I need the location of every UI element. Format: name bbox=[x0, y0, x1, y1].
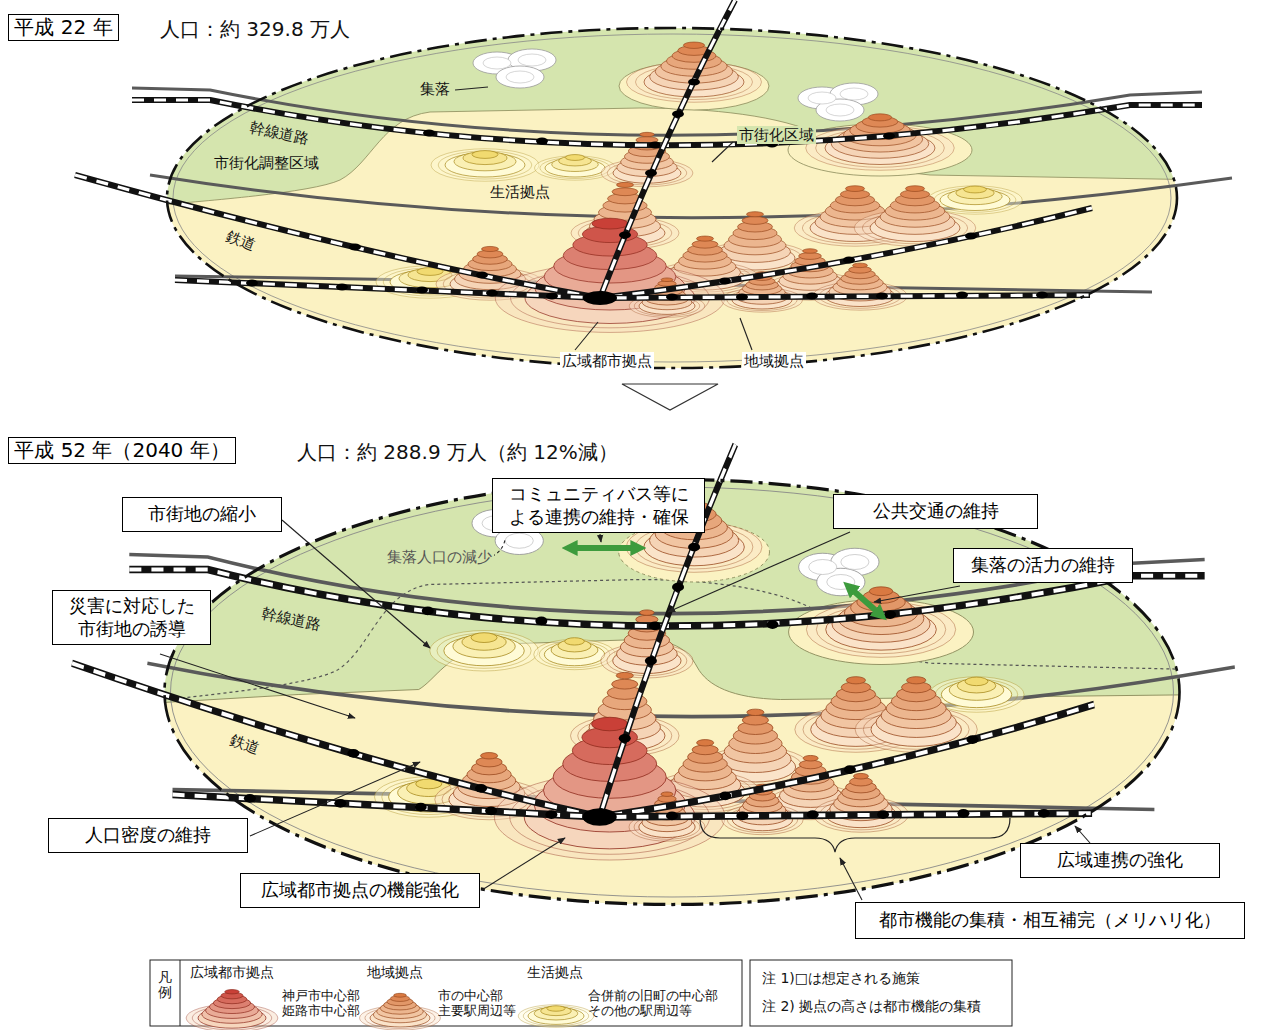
map-label: 地域拠点 bbox=[742, 352, 806, 370]
city-core-cone bbox=[360, 993, 441, 1030]
measure-callout-box: 広域連携の強化 bbox=[1020, 843, 1220, 878]
station bbox=[246, 79, 1048, 306]
city-core-cone bbox=[186, 990, 278, 1030]
legend-swatch bbox=[186, 990, 594, 1030]
leader-line bbox=[600, 534, 601, 542]
urban-structure-illustration bbox=[72, 445, 1235, 943]
railway bbox=[75, 175, 1092, 298]
population-label: 人口：約 288.9 万人（約 12%減） bbox=[297, 440, 618, 464]
transition-arrow bbox=[622, 384, 718, 410]
map-label: 広域都市拠点 bbox=[560, 352, 654, 370]
measure-callout-box: 都市機能の集積・相互補完（メリハリ化） bbox=[855, 902, 1245, 939]
leader-line bbox=[1075, 826, 1090, 843]
legend-frame bbox=[150, 960, 1012, 1026]
note-text: 注 2) 拠点の高さは都市機能の集積 bbox=[762, 998, 981, 1015]
railway bbox=[600, 0, 735, 298]
legend-description: 合併前の旧町の中心部 その他の駅周辺等 bbox=[588, 988, 718, 1018]
measure-text: 市街地の縮小 bbox=[148, 503, 256, 526]
station bbox=[244, 543, 1050, 826]
measure-callout-box: 集落の活力の維持 bbox=[953, 548, 1133, 583]
map-label: 集落 bbox=[418, 80, 452, 98]
settlement bbox=[473, 49, 878, 121]
year-heading-box: 平成 52 年（2040 年） bbox=[8, 437, 236, 464]
leader-line bbox=[668, 532, 850, 612]
linkage-arrow bbox=[568, 548, 882, 616]
measure-callout-box: 市街地の縮小 bbox=[122, 497, 282, 532]
railway bbox=[72, 663, 1094, 817]
leader-line bbox=[455, 87, 488, 90]
railway bbox=[75, 175, 1092, 298]
leader-line bbox=[840, 858, 862, 900]
city-core-cone bbox=[813, 773, 908, 832]
urbanization-area bbox=[132, 108, 1212, 398]
measure-callout-box: コミュニティバス等に よる連携の維持・確保 bbox=[492, 478, 705, 533]
leader-line bbox=[250, 762, 420, 836]
measure-callout-box: 人口密度の維持 bbox=[48, 818, 248, 853]
map-label: 生活拠点 bbox=[488, 183, 552, 201]
measure-text: 広域連携の強化 bbox=[1057, 849, 1183, 872]
legend-heading: 凡例 bbox=[158, 970, 172, 1001]
population-label: 人口：約 329.8 万人 bbox=[160, 17, 350, 41]
map-label: 市街化調整区域 bbox=[212, 154, 321, 172]
measure-text: 災害に対応した 市街地の誘導 bbox=[65, 595, 198, 640]
note-text: 注 1)□は想定される施策 bbox=[762, 970, 920, 987]
year-heading: 平成 52 年（2040 年） bbox=[14, 438, 229, 463]
leader-line bbox=[160, 87, 1090, 900]
leader-line bbox=[575, 322, 598, 350]
grouping-brace bbox=[700, 818, 1010, 852]
measure-callout-box: 災害に対応した 市街地の誘導 bbox=[52, 590, 211, 645]
railway bbox=[72, 663, 1094, 817]
legend-entry: 生活拠点 bbox=[527, 964, 583, 981]
measure-text: 集落の活力の維持 bbox=[971, 554, 1115, 577]
railway bbox=[600, 0, 735, 298]
railway bbox=[175, 280, 1090, 298]
measure-text: 広域都市拠点の機能強化 bbox=[261, 879, 459, 902]
planning-area-border bbox=[164, 480, 1179, 905]
measure-callout-box: 公共交通の維持 bbox=[833, 494, 1038, 529]
leader-line bbox=[874, 586, 960, 602]
measure-callout-box: 広域都市拠点の機能強化 bbox=[240, 873, 480, 908]
legend-entry: 地域拠点 bbox=[367, 964, 423, 981]
legend-entry: 広域都市拠点 bbox=[190, 964, 274, 981]
railway bbox=[175, 280, 1090, 298]
measure-text: 人口密度の維持 bbox=[85, 824, 211, 847]
railway bbox=[173, 795, 1093, 818]
leader-line bbox=[712, 142, 733, 162]
map-label: 集落人口の減少 bbox=[385, 548, 494, 566]
leader-line bbox=[482, 838, 565, 890]
city-core-cone bbox=[627, 42, 762, 102]
measure-text: 公共交通の維持 bbox=[873, 500, 999, 523]
legend-description: 神戸市中心部 姫路市中心部 bbox=[282, 988, 362, 1018]
measure-text: コミュニティバス等に よる連携の維持・確保 bbox=[505, 483, 692, 528]
leader-line bbox=[160, 654, 355, 718]
city-core-cone bbox=[518, 1005, 594, 1028]
map-label: 市街化区域 bbox=[737, 126, 816, 144]
planning-area-border bbox=[167, 28, 1177, 368]
railway bbox=[173, 795, 1093, 818]
city-core-cone bbox=[430, 631, 539, 672]
measure-text: 都市機能の集積・相互補完（メリハリ化） bbox=[879, 909, 1221, 932]
leader-line bbox=[740, 318, 752, 350]
urban-structure-illustration bbox=[75, 0, 1232, 398]
city-core-cone bbox=[431, 149, 539, 181]
city-core-cone bbox=[813, 263, 908, 310]
legend-description: 市の中心部 主要駅周辺等 bbox=[438, 988, 518, 1018]
year-heading: 平成 22 年 bbox=[14, 15, 112, 40]
year-heading-box: 平成 22 年 bbox=[8, 14, 119, 41]
